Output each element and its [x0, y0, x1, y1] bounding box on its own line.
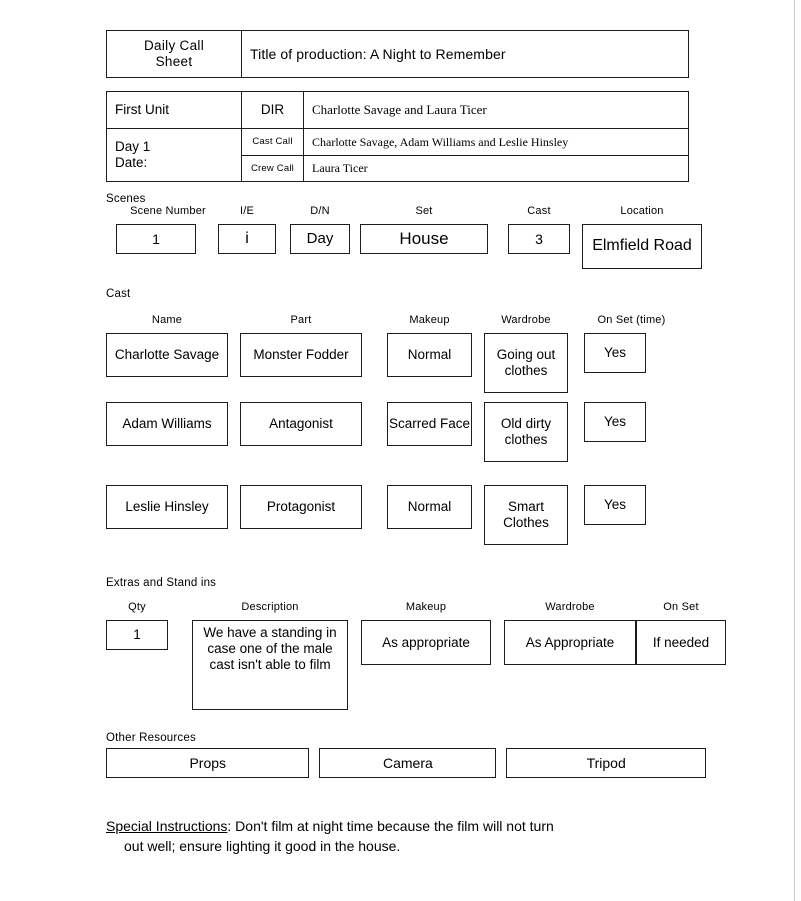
extras-makeup-field-0[interactable]: As appropriate	[361, 620, 491, 665]
extras-header-row: Qty Description Makeup Wardrobe On Set	[106, 601, 706, 617]
scenes-value-row: 1 i Day House 3 Elmfield Road	[106, 224, 706, 276]
scene-set-field[interactable]: House	[360, 224, 488, 254]
table-row: 1 We have a standing in case one of the …	[106, 620, 726, 710]
other-resource-item-0[interactable]: Props	[106, 748, 310, 778]
scenes-section: Scenes Scene Number I/E D/N Set Cast Loc…	[106, 193, 706, 276]
header-title-table: Daily Call Sheet Title of production: A …	[106, 30, 689, 78]
table-row: Charlotte Savage Monster Fodder Normal G…	[106, 333, 706, 393]
scenes-header-ie: I/E	[239, 205, 255, 217]
special-instructions-line2: out well; ensure lighting it good in the…	[124, 838, 401, 855]
cast-call-names-cell: Charlotte Savage, Adam Williams and Lesl…	[304, 129, 689, 156]
extras-header-wardrobe: Wardrobe	[545, 601, 595, 613]
extras-section: Extras and Stand ins Qty Description Mak…	[106, 577, 726, 710]
extras-header-makeup: Makeup	[405, 601, 447, 613]
daily-call-sheet-cell: Daily Call Sheet	[106, 30, 242, 78]
cast-part-field-0[interactable]: Monster Fodder	[240, 333, 362, 377]
scenes-section-label: Scenes	[106, 193, 146, 205]
table-row: Adam Williams Antagonist Scarred Face Ol…	[106, 402, 706, 474]
cast-section: Cast Name Part Makeup Wardrobe On Set (t…	[106, 288, 706, 557]
cast-header-row: Name Part Makeup Wardrobe On Set (time)	[106, 314, 706, 330]
extras-wardrobe-field-0[interactable]: As Appropriate	[504, 620, 636, 665]
cast-header-part: Part	[290, 314, 312, 326]
cast-name-field-0[interactable]: Charlotte Savage	[106, 333, 228, 377]
extras-on-set-field-0[interactable]: If needed	[636, 620, 726, 665]
special-instructions: Special Instructions: Don't film at nigh…	[106, 816, 681, 857]
other-resources-label: Other Resources	[106, 732, 196, 744]
header-unit-table: First Unit DIR Charlotte Savage and Laur…	[106, 91, 689, 182]
scenes-header-scene-number: Scene Number	[130, 205, 206, 217]
scene-ie-field[interactable]: i	[218, 224, 276, 254]
cast-makeup-field-2[interactable]: Normal	[387, 485, 472, 529]
cast-wardrobe-field-1[interactable]: Old dirty clothes	[484, 402, 568, 462]
table-row: Leslie Hinsley Protagonist Normal Smart …	[106, 485, 706, 557]
scene-number-field[interactable]: 1	[116, 224, 196, 254]
dir-names-cell: Charlotte Savage and Laura Ticer	[304, 91, 689, 129]
crew-call-names-cell: Laura Ticer	[304, 155, 689, 182]
cast-makeup-field-0[interactable]: Normal	[387, 333, 472, 377]
dir-label-cell: DIR	[242, 91, 304, 129]
extras-qty-field-0[interactable]: 1	[106, 620, 168, 650]
special-instructions-label: Special Instructions	[106, 818, 228, 834]
date-line: Date:	[115, 155, 148, 170]
scene-location-field[interactable]: Elmfield Road	[582, 224, 702, 269]
scenes-header-cast: Cast	[527, 205, 551, 217]
other-resource-item-2[interactable]: Tripod	[506, 748, 706, 778]
cast-part-field-1[interactable]: Antagonist	[240, 402, 362, 446]
cast-on-set-field-1[interactable]: Yes	[584, 402, 646, 442]
scene-dn-field[interactable]: Day	[290, 224, 350, 254]
crew-call-label-cell: Crew Call	[242, 155, 304, 182]
scenes-header-location: Location	[620, 205, 664, 217]
cast-header-wardrobe: Wardrobe	[501, 314, 551, 326]
production-title-cell: Title of production: A Night to Remember	[242, 30, 689, 78]
extras-header-on-set: On Set	[663, 601, 699, 613]
cast-part-field-2[interactable]: Protagonist	[240, 485, 362, 529]
cast-wardrobe-field-0[interactable]: Going out clothes	[484, 333, 568, 393]
special-instructions-line1: : Don't film at night time because the f…	[227, 818, 554, 834]
daily-call-sheet-line1: Daily Call	[143, 38, 204, 54]
day-date-cell: Day 1 Date:	[106, 129, 242, 182]
extras-section-label: Extras and Stand ins	[106, 577, 217, 589]
cast-section-label: Cast	[106, 288, 131, 300]
cast-name-field-1[interactable]: Adam Williams	[106, 402, 228, 446]
other-resources-row: Props Camera Tripod	[106, 748, 706, 778]
scene-cast-field[interactable]: 3	[508, 224, 570, 254]
scenes-header-set: Set	[415, 205, 433, 217]
day-line: Day 1	[115, 139, 151, 155]
call-sheet: Daily Call Sheet Title of production: A …	[106, 30, 726, 857]
extras-description-field-0[interactable]: We have a standing in case one of the ma…	[192, 620, 348, 710]
cast-name-field-2[interactable]: Leslie Hinsley	[106, 485, 228, 529]
other-resource-item-1[interactable]: Camera	[319, 748, 497, 778]
extras-header-description: Description	[241, 601, 299, 613]
cast-header-makeup: Makeup	[409, 314, 450, 326]
scenes-header-row: Scene Number I/E D/N Set Cast Location	[106, 205, 706, 221]
cast-on-set-field-2[interactable]: Yes	[584, 485, 646, 525]
scenes-header-dn: D/N	[310, 205, 330, 217]
cast-call-label-cell: Cast Call	[242, 129, 304, 156]
cast-header-name: Name	[151, 314, 183, 326]
first-unit-cell: First Unit	[106, 91, 242, 129]
cast-wardrobe-field-2[interactable]: Smart Clothes	[484, 485, 568, 545]
extras-header-qty: Qty	[128, 601, 146, 613]
other-resources-section: Other Resources Props Camera Tripod	[106, 732, 706, 778]
cast-makeup-field-1[interactable]: Scarred Face	[387, 402, 472, 446]
cast-header-on-set: On Set (time)	[597, 314, 666, 326]
daily-call-sheet-line2: Sheet	[155, 54, 193, 69]
cast-on-set-field-0[interactable]: Yes	[584, 333, 646, 373]
